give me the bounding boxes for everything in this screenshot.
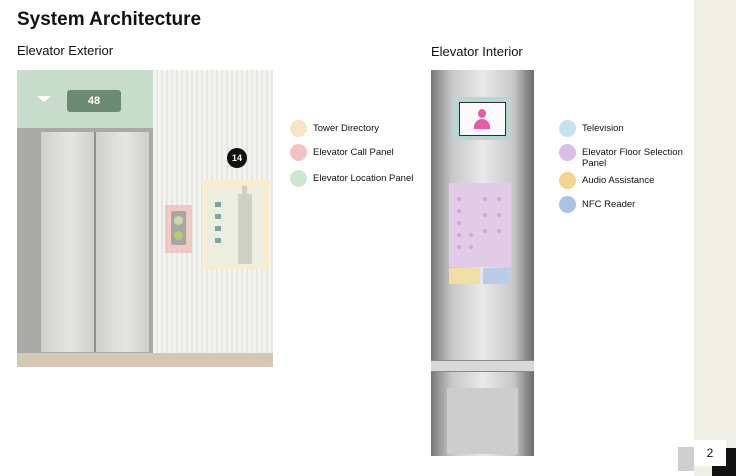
tv-screen (459, 102, 506, 136)
floor-selection-panel (449, 183, 511, 267)
legend-label: Audio Assistance (582, 175, 654, 186)
legend-label: Elevator Floor Selection Panel (582, 147, 694, 169)
directory-screen (208, 186, 264, 266)
call-up-icon (174, 216, 183, 225)
exterior-heading: Elevator Exterior (17, 43, 113, 58)
person-body-icon (474, 119, 490, 129)
legend-audio-assistance: Audio Assistance (559, 172, 654, 189)
television (453, 97, 510, 140)
floor-button (457, 221, 461, 225)
legend-label: NFC Reader (582, 199, 635, 210)
elevator-call-panel (165, 205, 192, 253)
legend-call-panel: Elevator Call Panel (290, 144, 394, 161)
tower-directory (204, 180, 269, 270)
page-corner-2 (726, 448, 736, 462)
floor-button (457, 209, 461, 213)
nfc-reader (483, 268, 509, 284)
floor-button (483, 197, 487, 201)
directory-icon (215, 214, 221, 219)
floor-button (469, 233, 473, 237)
legend-dot (559, 196, 576, 213)
elevator-exterior-image: 48 14 (17, 70, 273, 367)
side-strip (694, 0, 736, 476)
elevator-door-left (41, 132, 94, 352)
legend-floor-selection-panel: Elevator Floor Selection Panel (559, 144, 694, 169)
legend-nfc-reader: NFC Reader (559, 196, 635, 213)
directory-icon (215, 238, 221, 243)
legend-dot (559, 172, 576, 189)
floor-button (497, 229, 501, 233)
legend-dot (290, 170, 307, 187)
floor-button (497, 197, 501, 201)
call-panel-plate (171, 211, 186, 245)
floor-button (457, 245, 461, 249)
page-number: 2 (694, 440, 726, 466)
floor-button (469, 245, 473, 249)
call-down-icon (174, 231, 183, 240)
tower-silhouette-icon (238, 194, 252, 264)
page-shadow (678, 447, 694, 471)
person-head-icon (478, 109, 486, 118)
legend-tower-directory: Tower Directory (290, 120, 379, 137)
elevator-door-right (96, 132, 149, 352)
legend-label: Elevator Call Panel (313, 147, 394, 158)
floor-button (483, 213, 487, 217)
audio-assistance (449, 268, 480, 284)
floor-button (457, 233, 461, 237)
floor-button (497, 213, 501, 217)
door-gap (94, 132, 96, 352)
legend-label: Television (582, 123, 624, 134)
legend-label: Tower Directory (313, 123, 379, 134)
legend-dot (290, 144, 307, 161)
lobby-floor (17, 353, 273, 367)
legend-dot (559, 120, 576, 137)
floor-badge: 14 (227, 148, 247, 168)
lower-wall-panel (447, 388, 518, 454)
page-title: System Architecture (17, 9, 201, 31)
legend-dot (559, 144, 576, 161)
handrail (431, 360, 534, 372)
interior-heading: Elevator Interior (431, 44, 523, 59)
directory-icon (215, 202, 221, 207)
floor-button (483, 229, 487, 233)
directory-icon (215, 226, 221, 231)
legend-dot (290, 120, 307, 137)
legend-location-panel: Elevator Location Panel (290, 170, 413, 187)
elevator-interior-image (431, 70, 534, 456)
legend-television: Television (559, 120, 624, 137)
floor-button (457, 197, 461, 201)
down-arrow-icon (37, 96, 51, 102)
legend-label: Elevator Location Panel (313, 173, 413, 184)
floor-display: 48 (67, 90, 121, 112)
